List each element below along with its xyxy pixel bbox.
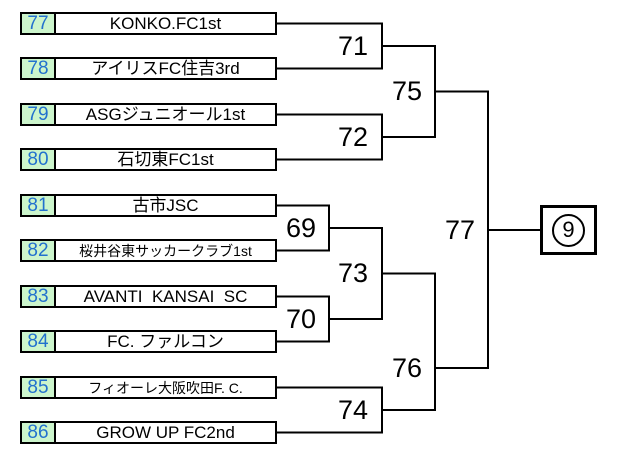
match-71-label: 71	[337, 31, 368, 61]
team-number: 82	[22, 241, 56, 260]
match-74-label: 74	[337, 395, 368, 425]
team-name: 古市JSC	[132, 196, 199, 215]
match-76-label: 76	[391, 353, 422, 383]
team-row-82: 82 桜井谷東サッカークラブ1st	[20, 239, 277, 262]
team-number: 85	[22, 378, 56, 397]
team-number: 81	[22, 196, 56, 215]
match-70-label: 70	[285, 304, 316, 334]
team-row-81: 81 古市JSC	[20, 194, 277, 217]
team-row-83: 83 AVANTI KANSAI SC	[20, 285, 277, 308]
team-row-79: 79 ASGジュニオール1st	[20, 103, 277, 126]
team-name: フィオーレ大阪吹田F. C.	[88, 379, 243, 396]
team-name: FC. ファルコン	[107, 332, 224, 351]
match-72-label: 72	[337, 122, 368, 152]
team-number: 77	[22, 14, 56, 33]
team-row-85: 85 フィオーレ大阪吹田F. C.	[20, 376, 277, 399]
team-name: KONKO.FC1st	[109, 14, 222, 33]
match-77-label: 77	[444, 215, 475, 245]
team-row-84: 84 FC. ファルコン	[20, 330, 277, 353]
team-name: GROW UP FC2nd	[96, 423, 235, 442]
team-number: 86	[22, 423, 56, 442]
team-number: 84	[22, 332, 56, 351]
match-73-label: 73	[337, 258, 368, 288]
team-number: 79	[22, 105, 56, 124]
team-name: 石切東FC1st	[117, 150, 214, 169]
match-75-label: 75	[391, 76, 422, 106]
team-row-86: 86 GROW UP FC2nd	[20, 421, 277, 444]
team-name: ASGジュニオール1st	[85, 105, 246, 124]
team-number: 78	[22, 59, 56, 78]
team-number: 83	[22, 287, 56, 306]
team-name: アイリスFC住吉3rd	[91, 59, 240, 78]
match-69-label: 69	[285, 213, 316, 243]
final-box: 9	[540, 205, 597, 255]
team-number: 80	[22, 150, 56, 169]
team-row-80: 80 石切東FC1st	[20, 148, 277, 171]
circled-9-label: 9	[552, 213, 585, 247]
team-name: AVANTI KANSAI SC	[83, 287, 248, 306]
team-row-78: 78 アイリスFC住吉3rd	[20, 57, 277, 80]
team-row-77: 77 KONKO.FC1st	[20, 12, 277, 35]
team-name: 桜井谷東サッカークラブ1st	[79, 242, 252, 259]
